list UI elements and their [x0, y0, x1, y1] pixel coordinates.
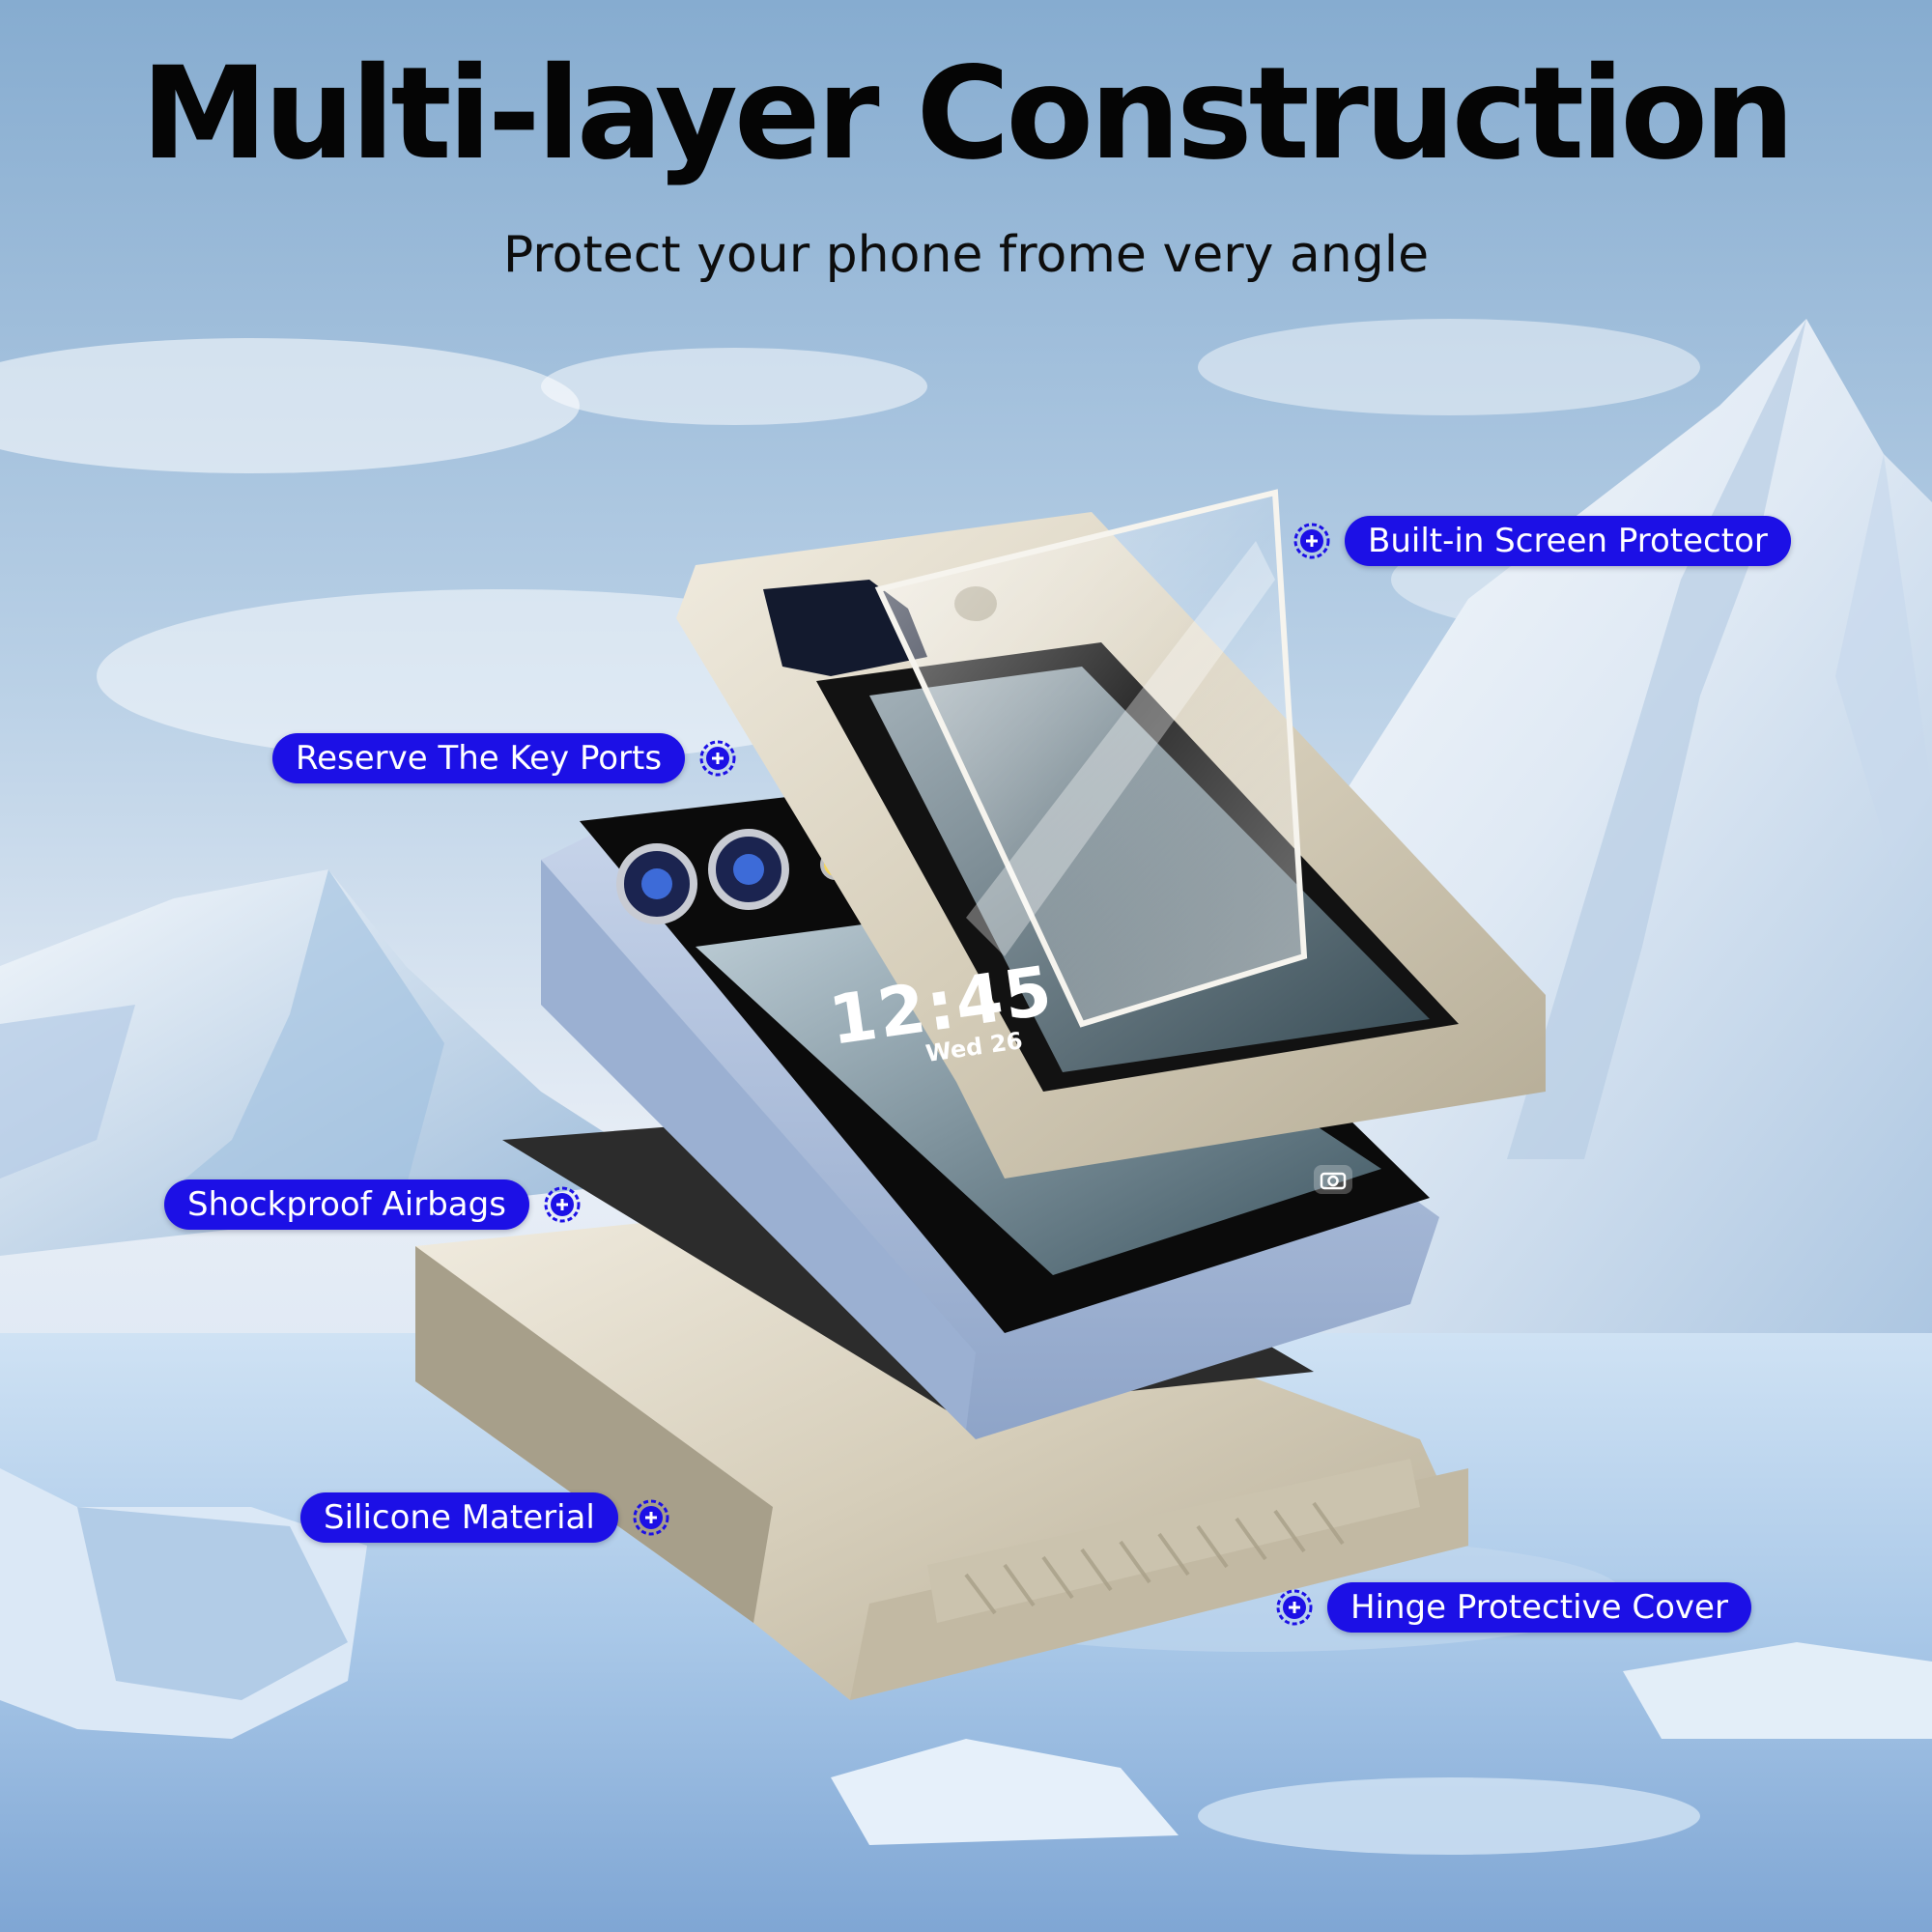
plus-circle-icon: [698, 739, 737, 778]
plus-circle-icon: [543, 1185, 582, 1224]
page-title: Multi-layer Construction: [140, 40, 1795, 188]
callout-hinge: Hinge Protective Cover: [1275, 1582, 1751, 1633]
plus-circle-icon: [1275, 1588, 1314, 1627]
camera-icon: [1314, 1165, 1352, 1194]
callout-label: Built-in Screen Protector: [1345, 516, 1791, 566]
callout-label: Hinge Protective Cover: [1327, 1582, 1751, 1633]
callout-screen-protector: Built-in Screen Protector: [1293, 516, 1791, 566]
callout-label: Reserve The Key Ports: [272, 733, 686, 783]
callout-airbags: Shockproof Airbags: [164, 1179, 582, 1230]
callout-label: Silicone Material: [300, 1492, 618, 1543]
page-subtitle: Protect your phone frome very angle: [502, 226, 1430, 284]
callout-silicone: Silicone Material: [300, 1492, 670, 1543]
plus-circle-icon: [1293, 522, 1331, 560]
callout-key-ports: Reserve The Key Ports: [272, 733, 737, 783]
plus-circle-icon: [632, 1498, 670, 1537]
callout-label: Shockproof Airbags: [164, 1179, 529, 1230]
